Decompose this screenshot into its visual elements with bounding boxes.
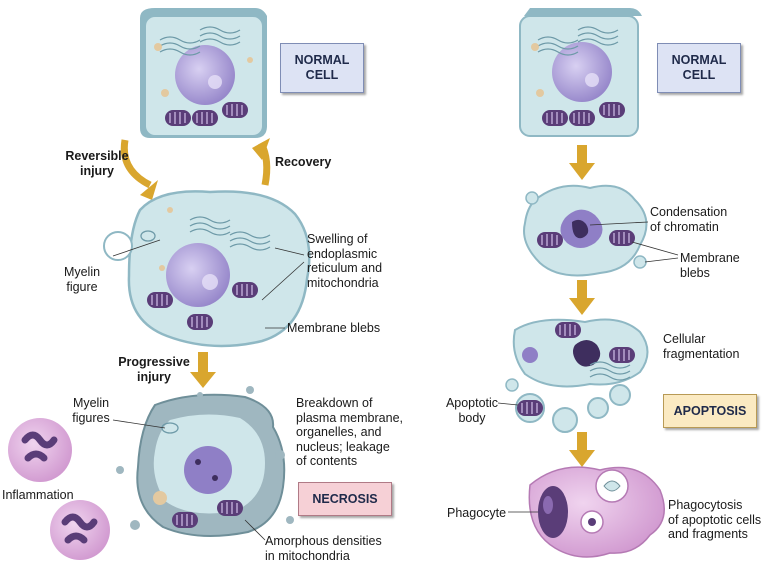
- necrotic-cell: [112, 386, 294, 541]
- apoptotic-body-label: Apoptotic body: [445, 396, 499, 425]
- mitochondrion: [164, 109, 192, 127]
- inflammatory-cells: [8, 418, 110, 560]
- condensed-cell: [523, 184, 679, 277]
- progressive-arrow: [198, 352, 208, 374]
- normal-cell-left-box: NORMAL CELL: [280, 43, 364, 93]
- reversible-injury-label: Reversible injury: [65, 149, 129, 178]
- normal-cell-left: [140, 8, 267, 138]
- arrow-2: [577, 280, 587, 300]
- arrow-3: [577, 432, 587, 452]
- swollen-cell: [103, 190, 311, 348]
- recovery-label: Recovery: [275, 155, 332, 169]
- fragmented-cell: [497, 318, 649, 433]
- phagocyte-cell: [508, 466, 665, 558]
- normal-cell-right: [519, 8, 642, 137]
- swelling-label: Swelling of endoplasmic reticulum and mi…: [307, 232, 383, 290]
- apoptosis-label: APOPTOSIS: [673, 403, 747, 418]
- amorphous-label: Amorphous densities in mitochondria: [265, 534, 382, 563]
- apoptosis-box: APOPTOSIS: [663, 394, 757, 428]
- normal-cell-right-box: NORMAL CELL: [657, 43, 741, 93]
- arrow-1: [577, 145, 587, 165]
- membrane-blebs-right-label: Membrane blebs: [680, 251, 740, 280]
- necrosis-box: NECROSIS: [298, 482, 392, 516]
- reversible-arrow: [120, 139, 152, 189]
- normal-cell-left-label: NORMAL CELL: [294, 53, 350, 82]
- phagocytosis-label: Phagocytosis of apoptotic cells and frag…: [668, 498, 762, 541]
- necrosis-label: NECROSIS: [312, 491, 378, 506]
- membrane-blebs-left-label: Membrane blebs: [287, 321, 381, 335]
- inflammation-label: Inflammation: [2, 488, 74, 502]
- myelin-figure-label: Myelin figure: [63, 265, 101, 294]
- progressive-injury-label: Progressive injury: [118, 355, 190, 384]
- myelin-figures-label: Myelin figures: [72, 396, 110, 425]
- condensation-label: Condensation of chromatin: [650, 205, 728, 234]
- cellular-fragmentation-label: Cellular fragmentation: [663, 332, 740, 361]
- normal-cell-right-label: NORMAL CELL: [671, 53, 727, 82]
- phagocyte-label: Phagocyte: [447, 506, 507, 520]
- breakdown-label: Breakdown of plasma membrane, organelles…: [296, 396, 403, 468]
